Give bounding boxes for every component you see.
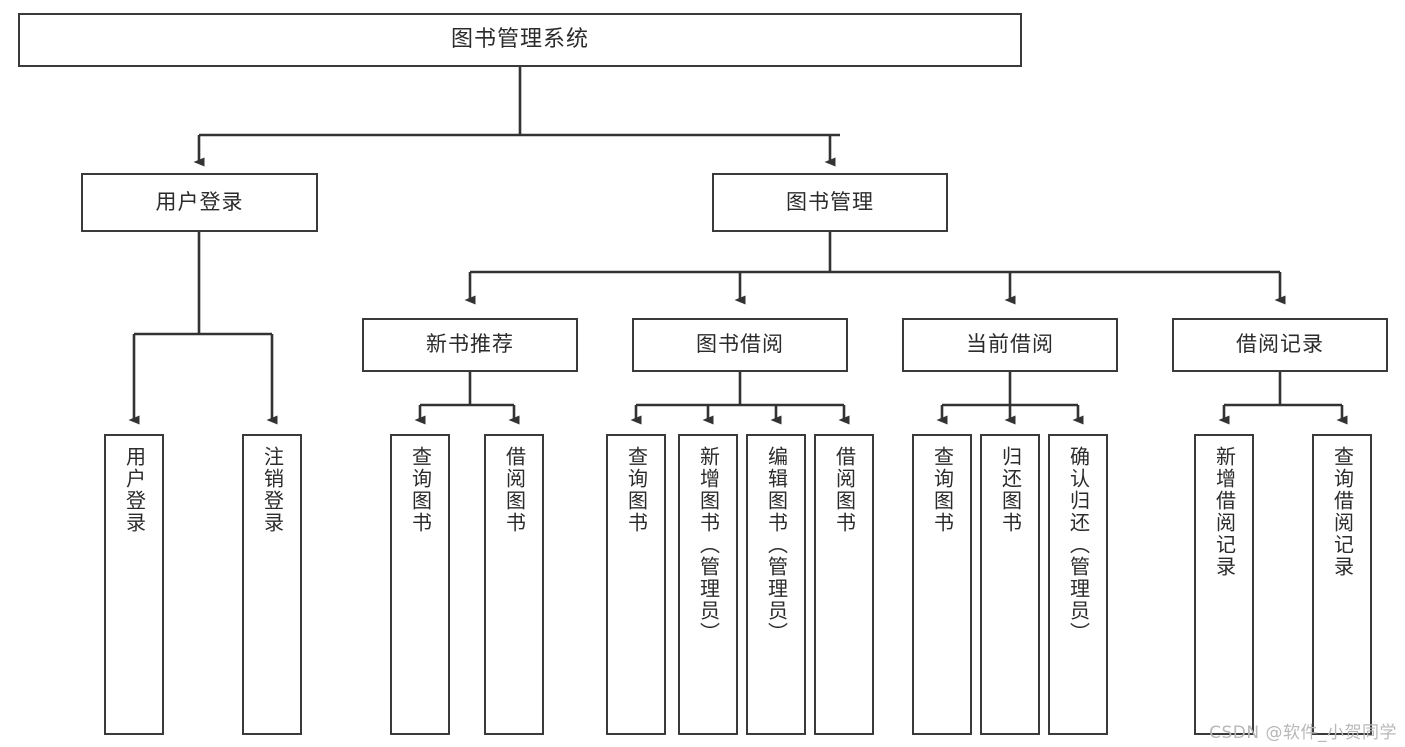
node-root-system[interactable]: 图书管理系统 — [18, 13, 1022, 67]
node-label: 图书管理 — [786, 189, 874, 214]
node-label: 当前借阅 — [966, 332, 1054, 357]
leaf-recommend-borrow-book[interactable]: 借阅图书 — [484, 434, 544, 735]
leaf-record-add-record[interactable]: 新增借阅记录 — [1194, 434, 1254, 735]
node-current-borrow[interactable]: 当前借阅 — [902, 318, 1118, 372]
node-label: 查询图书 — [624, 446, 649, 534]
watermark-text: CSDN @软件_小贺同学 — [1209, 723, 1397, 743]
leaf-user-logout[interactable]: 注销登录 — [242, 434, 302, 735]
leaf-borrow-query-book[interactable]: 查询图书 — [606, 434, 666, 735]
node-label: 确认归还（管理员） — [1066, 446, 1091, 644]
node-label: 查询图书 — [408, 446, 433, 534]
node-label: 借阅图书 — [832, 446, 857, 534]
leaf-current-return-book[interactable]: 归还图书 — [980, 434, 1040, 735]
leaf-current-query-book[interactable]: 查询图书 — [912, 434, 972, 735]
node-book-management[interactable]: 图书管理 — [712, 173, 948, 232]
node-book-borrow[interactable]: 图书借阅 — [632, 318, 848, 372]
node-label: 查询借阅记录 — [1330, 446, 1355, 578]
leaf-borrow-borrow-book[interactable]: 借阅图书 — [814, 434, 874, 735]
node-label: 图书管理系统 — [450, 26, 589, 52]
node-label: 新增借阅记录 — [1212, 446, 1237, 578]
node-label: 新增图书（管理员） — [696, 446, 721, 644]
leaf-current-confirm-return-admin[interactable]: 确认归还（管理员） — [1048, 434, 1108, 735]
node-label: 用户登录 — [122, 446, 147, 534]
node-label: 新书推荐 — [426, 332, 514, 357]
node-label: 查询图书 — [930, 446, 955, 534]
node-label: 借阅记录 — [1236, 332, 1324, 357]
leaf-recommend-query-book[interactable]: 查询图书 — [390, 434, 450, 735]
leaf-user-login[interactable]: 用户登录 — [104, 434, 164, 735]
node-label: 注销登录 — [260, 446, 285, 534]
node-label: 借阅图书 — [502, 446, 527, 534]
node-label: 编辑图书（管理员） — [764, 446, 789, 644]
node-new-book-recommend[interactable]: 新书推荐 — [362, 318, 578, 372]
node-borrow-record[interactable]: 借阅记录 — [1172, 318, 1388, 372]
node-label: 归还图书 — [998, 446, 1023, 534]
node-label: 用户登录 — [155, 189, 244, 214]
leaf-borrow-edit-book-admin[interactable]: 编辑图书（管理员） — [746, 434, 806, 735]
leaf-record-query-record[interactable]: 查询借阅记录 — [1312, 434, 1372, 735]
node-label: 图书借阅 — [696, 332, 784, 357]
node-user-login[interactable]: 用户登录 — [81, 173, 318, 232]
leaf-borrow-add-book-admin[interactable]: 新增图书（管理员） — [678, 434, 738, 735]
